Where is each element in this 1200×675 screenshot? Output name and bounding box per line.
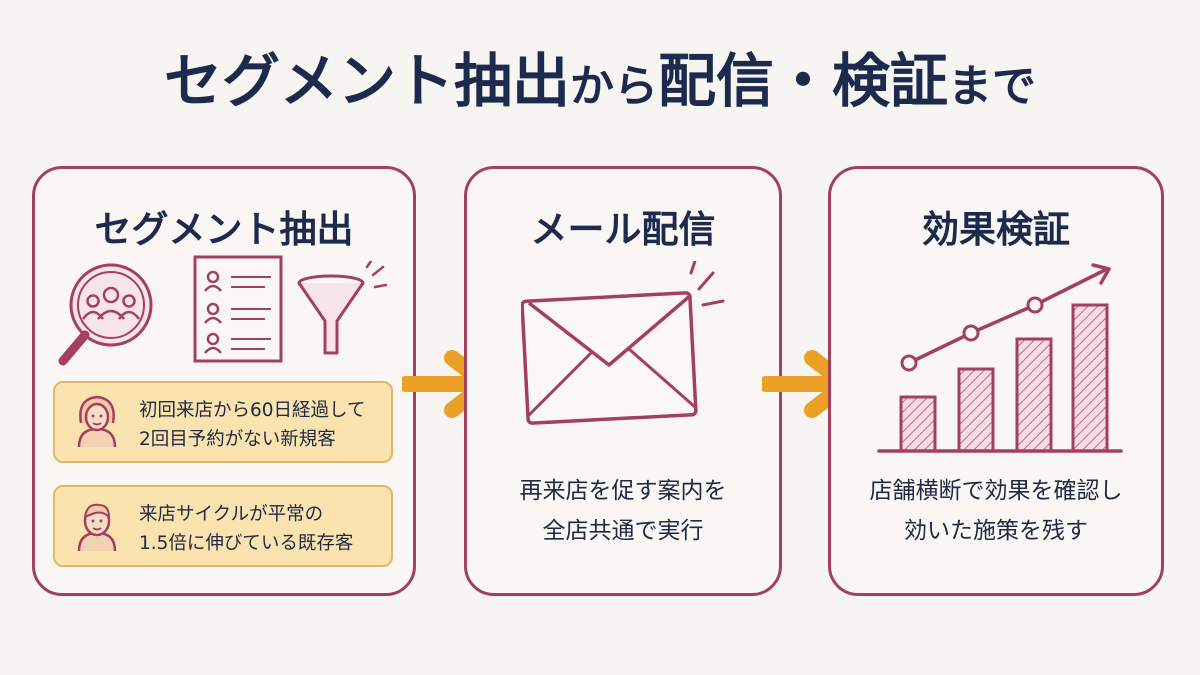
segment-existing-line-2: 1.5倍に伸びている既存客 (139, 533, 354, 554)
title-part-4: まで (948, 61, 1037, 112)
segment-new-text: 初回来店から60日経過して 2回目予約がない新規客 (139, 396, 366, 454)
title-part-2: から (570, 61, 658, 112)
profile-list-icon (193, 255, 283, 363)
step-mail-desc-line-1: 再来店を促す案内を (519, 478, 727, 504)
segment-existing-line-1: 来店サイクルが平常の (139, 504, 324, 525)
step-verify-title: 効果検証 (922, 208, 1070, 251)
step-segment-title: セグメント抽出 (94, 208, 354, 251)
page-title: セグメント抽出から配信・検証まで (0, 52, 1200, 110)
segment-new-line-1: 初回来店から60日経過して (139, 400, 366, 421)
man-face-icon (77, 503, 117, 552)
title-part-3: 配信・検証 (658, 47, 949, 115)
step-mail-desc-line-2: 全店共通で実行 (542, 518, 704, 544)
segment-card-existing-customers: 来店サイクルが平常の 1.5倍に伸びている既存客 (53, 485, 393, 567)
funnel-icon (297, 261, 387, 355)
segment-card-new-customers: 初回来店から60日経過して 2回目予約がない新規客 (53, 381, 393, 463)
woman-face-icon (77, 395, 117, 448)
title-part-1: セグメント抽出 (163, 47, 570, 115)
step-mail-desc: 再来店を促す案内を 全店共通で実行 (467, 471, 779, 551)
segment-existing-text: 来店サイクルが平常の 1.5倍に伸びている既存客 (139, 500, 353, 558)
segment-new-line-2: 2回目予約がない新規客 (139, 429, 336, 450)
step-verify-desc: 店舗横断で効果を確認し 効いた施策を残す (831, 471, 1161, 551)
bar-chart-up-icon (877, 263, 1123, 453)
step-mail-panel: メール配信 再来店を促す案内を 全店共通で実行 (464, 166, 782, 596)
step-verify-panel: 効果検証 店舗横断で効果を確認し 効いた施策を残す (828, 166, 1164, 596)
step-verify-desc-line-1: 店舗横断で効果を確認し (869, 478, 1123, 504)
step-segment-panel: セグメント抽出 (32, 166, 416, 596)
envelope-icon (521, 261, 725, 425)
step-verify-desc-line-2: 効いた施策を残す (904, 518, 1088, 544)
step-mail-title: メール配信 (530, 208, 716, 251)
magnifier-people-icon (58, 263, 153, 366)
